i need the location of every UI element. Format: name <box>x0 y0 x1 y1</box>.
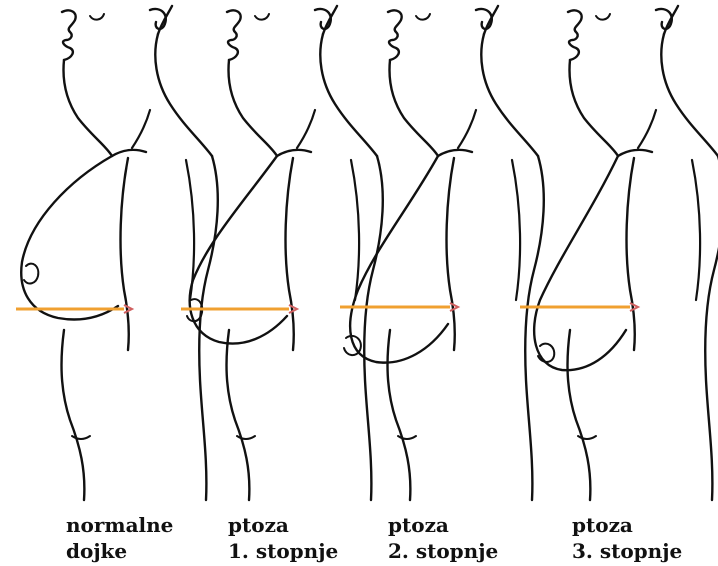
caption-line-2: 3. stopnje <box>572 538 682 564</box>
panel-normal <box>16 6 218 500</box>
panel-ptosis-grade-2 <box>340 6 544 500</box>
caption-line-2: 2. stopnje <box>388 538 498 564</box>
caption-line-1: normalne <box>66 512 173 538</box>
caption-line-2: dojke <box>66 538 173 564</box>
caption-normal: normalne dojke <box>66 512 173 564</box>
caption-line-1: ptoza <box>388 512 498 538</box>
caption-line-1: ptoza <box>572 512 682 538</box>
caption-line-2: 1. stopnje <box>228 538 338 564</box>
panel-ptosis-grade-3 <box>520 6 718 500</box>
breast-outline <box>190 156 287 344</box>
caption-ptosis-grade-2: ptoza 2. stopnje <box>388 512 498 564</box>
caption-ptosis-grade-3: ptoza 3. stopnje <box>572 512 682 564</box>
breast-outline <box>21 156 118 320</box>
breast-outline <box>534 156 626 370</box>
nipple <box>24 264 38 284</box>
caption-ptosis-grade-1: ptoza 1. stopnje <box>228 512 338 564</box>
nipple <box>538 344 554 362</box>
caption-line-1: ptoza <box>228 512 338 538</box>
